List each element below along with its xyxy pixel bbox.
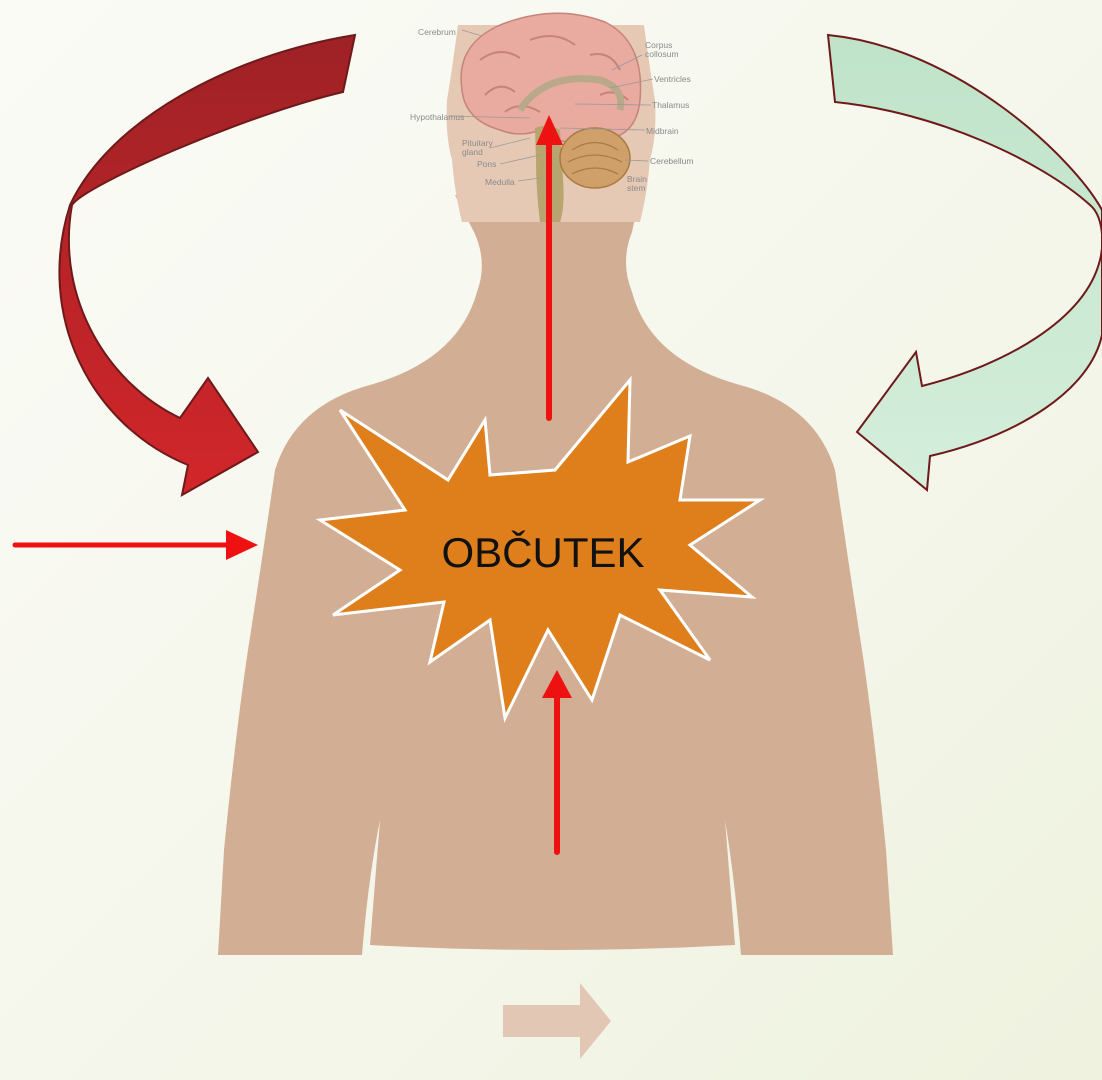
brain-label-corpus-2: collosum xyxy=(645,49,679,59)
curved-arrow-green xyxy=(828,35,1102,490)
center-label: OBČUTEK xyxy=(441,529,644,576)
arrow-left-to-center xyxy=(15,530,258,560)
brain-label-cerebrum: Cerebrum xyxy=(418,27,456,37)
brain-label-pons: Pons xyxy=(477,159,496,169)
brain-label-ventricles: Ventricles xyxy=(654,74,691,84)
brain-label-cerebellum: Cerebellum xyxy=(650,156,693,166)
brain-label-midbrain: Midbrain xyxy=(646,126,679,136)
brain-label-brainstem-2: stem xyxy=(627,183,645,193)
brain-label-thalamus: Thalamus xyxy=(652,100,689,110)
next-slide-arrow[interactable] xyxy=(503,983,611,1059)
brain-label-medulla: Medulla xyxy=(485,177,515,187)
brain-label-hypothalamus: Hypothalamus xyxy=(410,112,464,122)
cerebellum-shape xyxy=(560,128,630,188)
brain-label-pituitary-2: gland xyxy=(462,147,483,157)
